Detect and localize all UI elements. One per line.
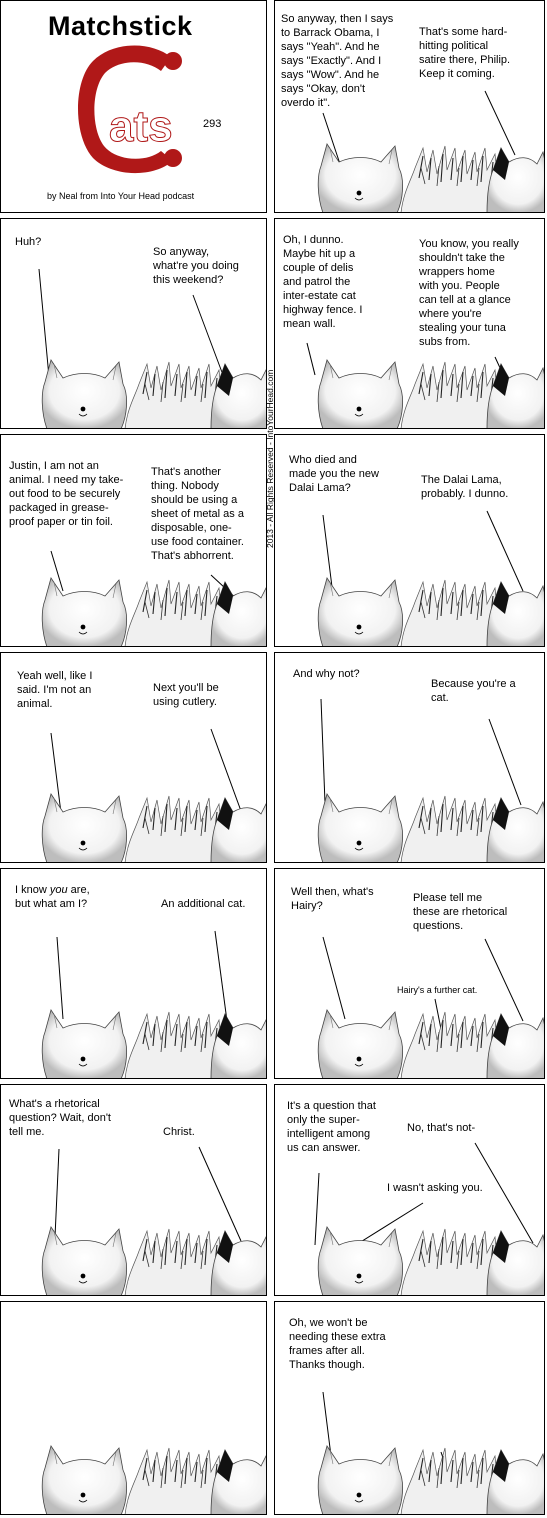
- panel-1: Matchstick ats 293 by Neal from Into You…: [0, 0, 267, 213]
- speech-tails: [38, 268, 224, 378]
- speech-2: You know, you really shouldn't take the …: [419, 238, 519, 348]
- panel-14: Oh, we won't be needing these extra fram…: [274, 1301, 545, 1515]
- speech-2: Because you're a cat.: [431, 678, 516, 704]
- speech-tails: [50, 728, 242, 814]
- speech-tails: [320, 698, 522, 806]
- speech-1: Who died and made you the new Dalai Lama…: [289, 454, 379, 494]
- speech-1: Huh?: [15, 236, 42, 248]
- comic-title: Matchstick: [48, 11, 193, 41]
- speech-tails: [56, 930, 228, 1022]
- speech-2: Next you'll be using cutlery.: [153, 682, 219, 708]
- svg-text:ats: ats: [109, 102, 173, 151]
- speech-3: Hairy's a further cat.: [397, 985, 478, 995]
- speech-1: So anyway, then I says to Barrack Obama,…: [281, 13, 394, 109]
- panel-12: It's a question that only the super- int…: [274, 1084, 545, 1296]
- speech-tails: [322, 90, 516, 168]
- cat-characters: [1, 1085, 267, 1296]
- panel-5: Justin, I am not an animal. I need my ta…: [0, 434, 267, 647]
- speech-1: What's a rhetorical question? Wait, don'…: [9, 1098, 111, 1138]
- issue-number: 293: [203, 118, 222, 130]
- speech-1: And why not?: [293, 668, 360, 680]
- speech-2: The Dalai Lama, probably. I dunno.: [421, 474, 509, 500]
- cat-characters: [275, 653, 545, 863]
- speech-2: So anyway, what're you doing this weeken…: [153, 246, 239, 286]
- cat-characters: [1, 1302, 267, 1515]
- speech-tails: [54, 1146, 242, 1242]
- cat-characters: [1, 435, 267, 647]
- panel-2: So anyway, then I says to Barrack Obama,…: [274, 0, 545, 213]
- speech-2: An additional cat.: [161, 898, 246, 910]
- cat-characters: [275, 869, 545, 1079]
- speech-1: Yeah well, like I said. I'm not an anima…: [17, 670, 93, 710]
- speech-2: No, that's not-: [407, 1122, 476, 1134]
- panel-11: What's a rhetorical question? Wait, don'…: [0, 1084, 267, 1296]
- cat-characters: [275, 219, 545, 429]
- speech-2: That's some hard- hitting political sati…: [419, 26, 511, 80]
- speech-1: I know you are, but what am I?: [15, 884, 90, 910]
- panel-8: And why not? Because you're a cat.: [274, 652, 545, 863]
- cat-characters: [275, 435, 545, 647]
- panel-7: Yeah well, like I said. I'm not an anima…: [0, 652, 267, 863]
- speech-1: Oh, I dunno. Maybe hit up a couple of de…: [283, 234, 363, 330]
- panel-3: Huh? So anyway, what're you doing this w…: [0, 218, 267, 429]
- cat-characters: [1, 653, 267, 863]
- speech-1: Justin, I am not an animal. I need my ta…: [9, 460, 124, 528]
- speech-2: Please tell me these are rhetorical ques…: [413, 892, 508, 932]
- cat-characters: [275, 1, 545, 213]
- panel-4: Oh, I dunno. Maybe hit up a couple of de…: [274, 218, 545, 429]
- speech-2: That's another thing. Nobody should be u…: [151, 466, 244, 562]
- speech-1: Oh, we won't be needing these extra fram…: [289, 1317, 386, 1371]
- cat-characters: [275, 1302, 545, 1515]
- cat-characters: [275, 1085, 545, 1296]
- speech-tails: [322, 936, 524, 1030]
- panel-10: Well then, what's Hairy? Please tell me …: [274, 868, 545, 1079]
- speech-2: Christ.: [163, 1126, 195, 1138]
- panel-13: [0, 1301, 267, 1515]
- panel-9: I know you are, but what am I? An additi…: [0, 868, 267, 1079]
- cat-characters: [1, 219, 267, 429]
- speech-tails: [322, 510, 524, 596]
- cats-logo: ats: [78, 45, 182, 174]
- speech-3: I wasn't asking you.: [387, 1182, 483, 1194]
- cat-characters: [1, 869, 267, 1079]
- speech-1: Well then, what's Hairy?: [291, 886, 374, 912]
- panel-6: Who died and made you the new Dalai Lama…: [274, 434, 545, 647]
- credit-line: by Neal from Into Your Head podcast: [47, 191, 195, 201]
- speech-1: It's a question that only the super- int…: [287, 1100, 376, 1154]
